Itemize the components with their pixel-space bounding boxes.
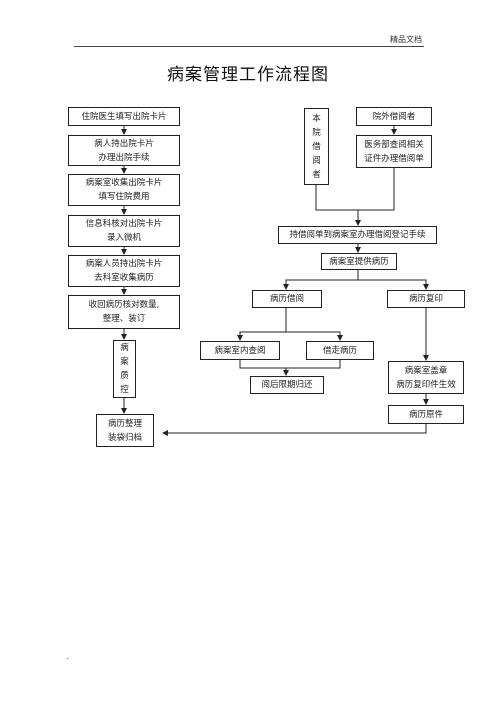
borrow-box: 病历借阅 — [252, 290, 322, 308]
qc-box: 病 案 质 控 — [113, 340, 136, 398]
arrow-borrow-take — [286, 331, 343, 341]
header-label: 精品文档 — [390, 35, 422, 44]
external-docs-box: 医务部查阅相关 证件办理借阅单 — [356, 135, 432, 168]
arrow-take-return — [286, 360, 341, 369]
arrow-external-2 — [358, 168, 395, 211]
step-5: 病案人员持出院卡片 去科室收集病历 — [68, 255, 180, 287]
footer-mark: . — [66, 652, 69, 661]
internal-borrower-box: 本 院 借 阅 者 — [304, 108, 329, 185]
step-1: 住院医生填写出院卡片 — [68, 107, 180, 126]
take-out-box: 借走病历 — [306, 341, 374, 360]
original-box: 病历原件 — [388, 405, 464, 424]
register-box: 持借阅单到病案室办理借阅登记手续 — [278, 226, 437, 244]
step-3: 病案室收集出院卡片 填写住院费用 — [68, 174, 180, 206]
arrow-original-archive — [162, 423, 427, 436]
arrow-borrow-split — [237, 308, 287, 341]
step-6: 收回病历核对数量, 整理、装订 — [68, 295, 180, 329]
header-rule — [74, 46, 424, 47]
arrow-provide-split — [283, 270, 359, 290]
external-borrower-box: 院外借阅者 — [356, 107, 432, 126]
stamp-box: 病案室盖章 病历复印件生效 — [388, 361, 464, 394]
arrow-provide-copy — [358, 279, 429, 290]
return-box: 阅后限期归还 — [250, 376, 324, 394]
arrow-internal — [315, 185, 361, 226]
page-title: 病案管理工作流程图 — [167, 65, 329, 85]
archive-box: 病历整理 装袋归档 — [96, 414, 154, 447]
step-4: 信息科核对出院卡片 录入微机 — [68, 215, 180, 247]
in-room-box: 病案室内查阅 — [200, 341, 280, 360]
step-2: 病人持出院卡片 办理出院手续 — [68, 135, 180, 166]
arrow-inroom-return — [239, 360, 289, 376]
provide-box: 病案室提供病历 — [321, 253, 397, 270]
copy-box: 病历复印 — [387, 290, 465, 308]
